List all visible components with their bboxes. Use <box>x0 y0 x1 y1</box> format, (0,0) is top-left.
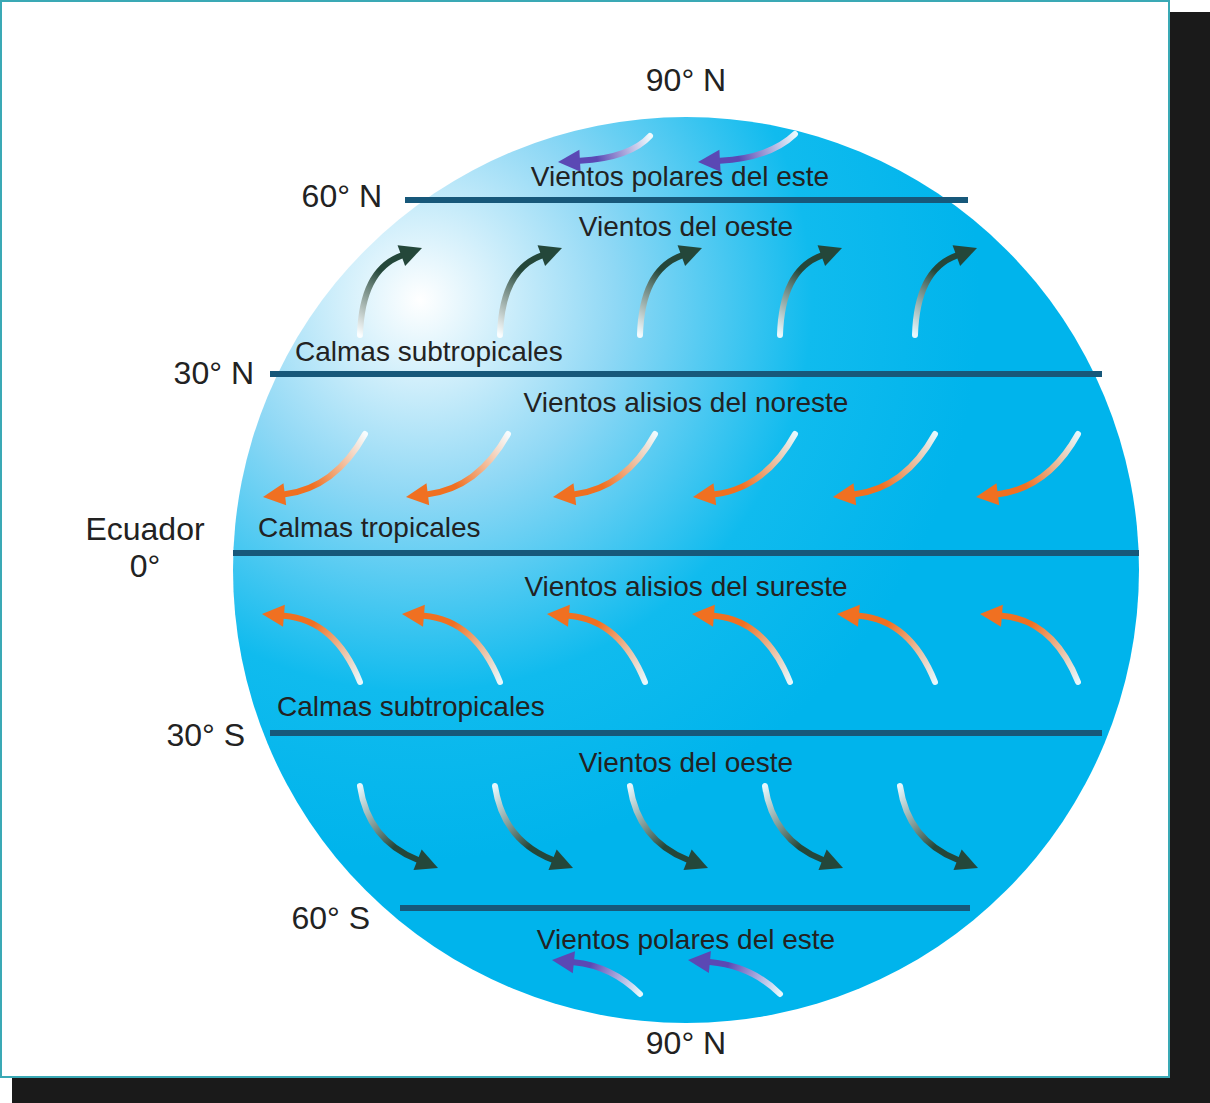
wind-name: Vientos polares del este <box>531 161 829 193</box>
arrow-head <box>953 245 977 266</box>
wind-arrow <box>569 616 645 682</box>
wind-arrow <box>640 256 681 335</box>
frame <box>1 1 1169 1077</box>
wind-arrow <box>575 434 655 494</box>
wind-arrow <box>580 136 650 161</box>
wind-arrow <box>428 434 508 494</box>
arrow-head <box>683 850 708 870</box>
wind-arrow <box>495 786 553 860</box>
wind-name: Vientos polares del este <box>537 924 835 956</box>
equator-label: Ecuador 0° <box>75 511 215 585</box>
arrow-head <box>262 605 285 627</box>
wind-arrow <box>900 786 958 860</box>
wind-arrow <box>574 962 640 994</box>
arrow-head <box>263 483 286 505</box>
arrow-head <box>547 605 570 627</box>
wind-arrow <box>855 434 935 494</box>
wind-arrow <box>859 616 935 682</box>
wind-arrow <box>360 786 418 860</box>
latitude-label: 60° N <box>302 178 382 215</box>
globe <box>233 117 1139 1023</box>
latitude-label: 60° S <box>291 900 370 937</box>
wind-arrow <box>360 256 401 335</box>
shadow-bar <box>1170 12 1210 1103</box>
arrow-head <box>818 245 842 266</box>
latitude-label: 90° N <box>646 62 726 99</box>
wind-name: Vientos del oeste <box>579 211 793 243</box>
wind-name: Vientos alisios del noreste <box>524 387 849 419</box>
arrow-head <box>953 850 978 870</box>
arrow-head <box>678 245 702 266</box>
wind-arrow <box>710 962 780 994</box>
arrow-head <box>818 850 843 870</box>
arrow-head <box>402 605 425 627</box>
arrow-head <box>553 483 576 505</box>
latitude-label: 30° N <box>174 355 254 392</box>
calm-zone-label: Calmas subtropicales <box>295 336 563 368</box>
latitude-label: 30° S <box>166 717 245 754</box>
wind-arrow <box>715 434 795 494</box>
arrow-head <box>980 605 1003 627</box>
arrow-head <box>406 483 429 505</box>
wind-arrow <box>915 256 956 335</box>
calm-zone-label: Calmas tropicales <box>258 512 481 544</box>
arrow-head <box>976 483 999 505</box>
arrow-head <box>692 605 715 627</box>
arrow-head <box>538 245 562 266</box>
calm-zone-label: Calmas subtropicales <box>277 691 545 723</box>
wind-arrows <box>262 134 1078 994</box>
wind-arrow <box>780 256 821 335</box>
latitude-label: 90° N <box>646 1025 726 1062</box>
wind-name: Vientos del oeste <box>579 747 793 779</box>
wind-name: Vientos alisios del sureste <box>524 571 847 603</box>
wind-arrow <box>720 134 795 161</box>
arrow-head <box>398 245 422 266</box>
shadow-bar <box>12 1078 1210 1103</box>
latitude-lines <box>233 200 1139 908</box>
wind-arrow <box>998 434 1078 494</box>
wind-arrow <box>714 616 790 682</box>
wind-arrow <box>284 616 360 682</box>
wind-arrow <box>765 786 823 860</box>
arrow-head <box>833 483 856 505</box>
wind-arrow <box>424 616 500 682</box>
wind-arrow <box>630 786 688 860</box>
wind-arrow <box>500 256 541 335</box>
arrow-head <box>693 483 716 505</box>
wind-arrow <box>1002 616 1078 682</box>
arrow-head <box>413 850 438 870</box>
arrow-head <box>837 605 860 627</box>
wind-arrow <box>285 434 365 494</box>
arrow-head <box>548 850 573 870</box>
